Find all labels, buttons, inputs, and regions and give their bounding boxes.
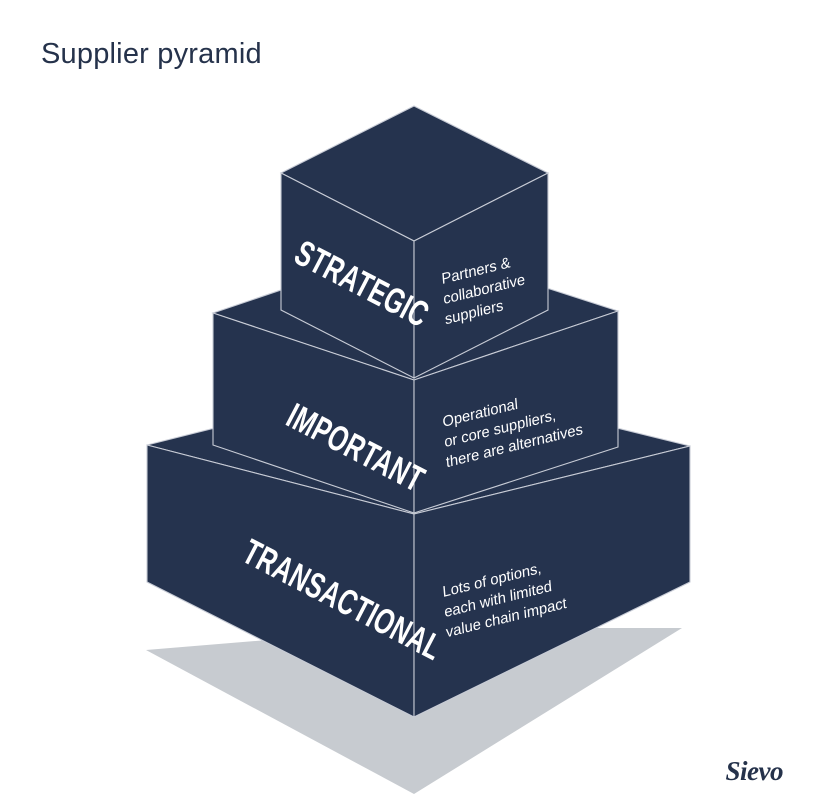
important-right-face [413,310,619,514]
strategic-right-face [413,172,549,379]
tier-strategic[interactable]: STRATEGIC Partners & collaborative suppl… [279,105,550,379]
page-title: Supplier pyramid [41,38,262,70]
sievo-logo: Sievo [725,756,784,786]
transactional-right-face [413,445,691,718]
